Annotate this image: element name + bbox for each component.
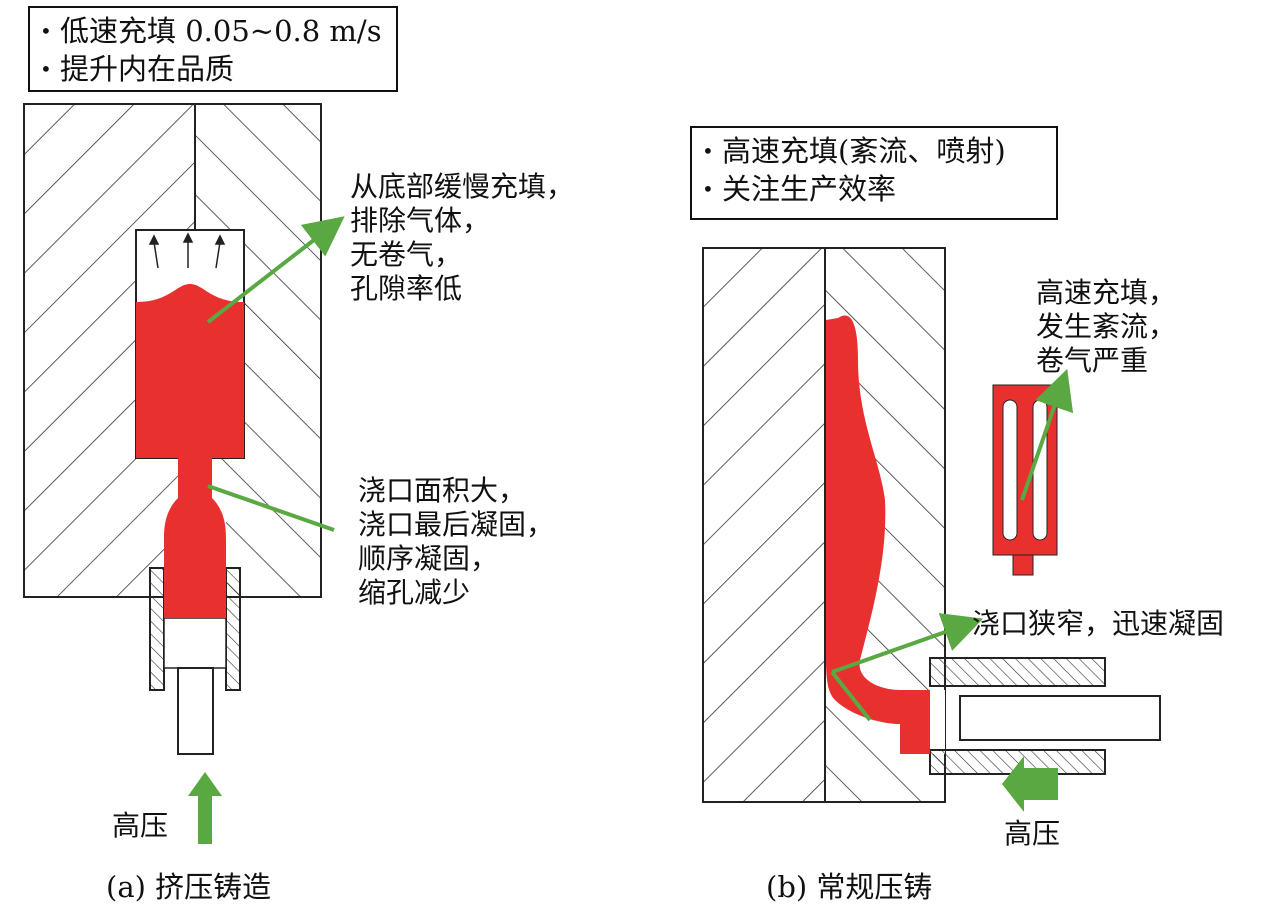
arrow-to-gate-note — [207, 484, 335, 532]
leader-arrows-right — [830, 368, 1074, 722]
right-top-note: 高速充填， 发生紊流， 卷气严重 — [1036, 276, 1176, 378]
left-gate-note: 浇口面积大， 浇口最后凝固， 顺序凝固， 缩孔减少 — [358, 474, 554, 610]
right-caption: (b) 常规压铸 — [766, 870, 933, 904]
left-info-text-1: 低速充填 0.05~0.8 m/s — [60, 14, 382, 48]
casting-part-icon — [992, 384, 1058, 576]
note-line: 浇口最后凝固， — [358, 508, 555, 541]
right-info-text-1: 高速充填(紊流、喷射) — [722, 134, 1006, 168]
note-line: 发生紊流， — [1036, 310, 1177, 343]
right-info-box: • 高速充填(紊流、喷射) • 关注生产效率 — [690, 126, 1058, 220]
note-line: 排除气体， — [350, 204, 491, 237]
note-line: 高速充填， — [1036, 276, 1177, 309]
note-line: 缩孔减少 — [358, 576, 471, 609]
arrow-to-gate-note-b — [831, 613, 984, 674]
shot-sleeve — [149, 567, 241, 755]
note-line: 卷气严重 — [1036, 344, 1149, 377]
sleeve-wall-right — [225, 567, 241, 691]
molten-metal-squeeze — [136, 284, 244, 618]
note-line: 顺序凝固， — [358, 542, 499, 575]
leader-arrows-left — [206, 216, 345, 532]
right-info-line-2: • 关注生产效率 — [702, 170, 1046, 208]
arrow-to-top-note — [206, 216, 345, 324]
arrow-to-turbulence-note — [1020, 368, 1074, 501]
bullet: • — [702, 177, 714, 201]
left-info-text-2: 提升内在品质 — [60, 52, 235, 86]
left-caption: (a) 挤压铸造 — [106, 870, 272, 904]
left-info-line-2: • 提升内在品质 — [40, 50, 386, 88]
note-line: 无卷气， — [350, 238, 463, 271]
gas-escape-arrows — [148, 232, 226, 269]
diecast-shot-sleeve — [929, 657, 1161, 775]
pressure-arrow-up-icon — [188, 772, 222, 844]
note-line: 孔隙率低 — [350, 272, 463, 305]
note-line: 从底部缓慢充填， — [350, 170, 575, 203]
sleeve-wall-left — [149, 567, 165, 691]
bullet: • — [40, 19, 52, 43]
bullet: • — [40, 57, 52, 81]
left-pressure-label: 高压 — [112, 809, 169, 842]
note-line: 浇口面积大， — [358, 474, 527, 507]
fixed-die — [702, 247, 826, 803]
plunger-rod — [177, 667, 214, 755]
molten-metal-diecast — [825, 315, 930, 754]
left-info-box: • 低速充填 0.05~0.8 m/s • 提升内在品质 — [28, 6, 398, 92]
right-info-line-1: • 高速充填(紊流、喷射) — [702, 132, 1046, 170]
left-info-line-1: • 低速充填 0.05~0.8 m/s — [40, 12, 386, 50]
left-top-note: 从底部缓慢充填， 排除气体， 无卷气， 孔隙率低 — [350, 170, 574, 306]
bullet: • — [702, 139, 714, 163]
pressure-arrow-left-icon — [1002, 756, 1058, 812]
diecast-plunger — [959, 695, 1161, 741]
right-pressure-label: 高压 — [1004, 817, 1061, 850]
right-gate-note: 浇口狭窄，迅速凝固 — [972, 607, 1225, 640]
right-info-text-2: 关注生产效率 — [722, 172, 897, 206]
